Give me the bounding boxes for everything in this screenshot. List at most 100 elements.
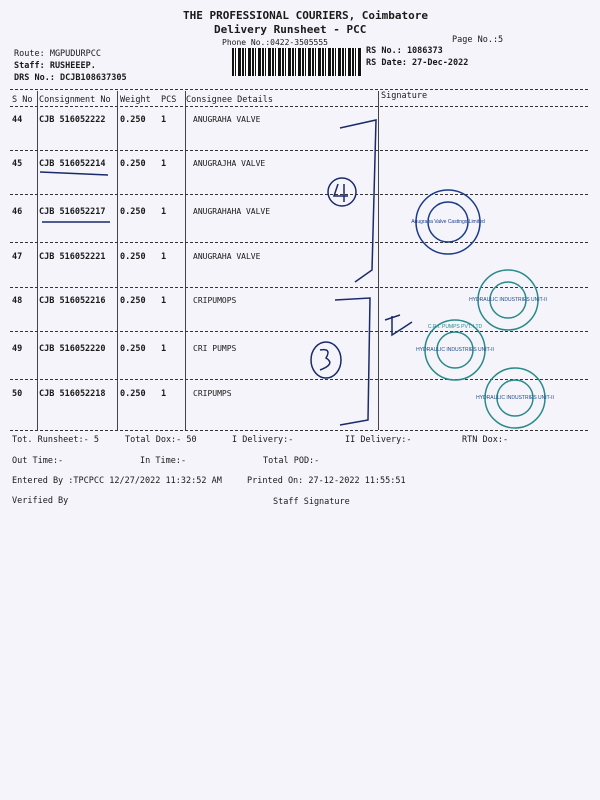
rs-number: RS No.: 1086373	[366, 46, 443, 56]
out-time: Out Time:-	[12, 456, 64, 466]
divider	[10, 430, 588, 431]
serial-number: 46	[12, 207, 23, 217]
company-name: THE PROFESSIONAL COURIERS, Coimbatore	[183, 9, 429, 22]
col-consignee: Consignee Details	[186, 95, 273, 105]
stamp-text: HYDRAULIC INDUSTRIES UNIT-II	[469, 297, 547, 303]
column-line	[185, 91, 186, 430]
table-row: 48 CJB 516052216 0.250 1 CRIPUMOPS	[0, 296, 600, 342]
consignment-number: CJB 516052220	[39, 344, 106, 354]
row-divider	[10, 331, 588, 332]
stamp-text: HYDRAULIC INDUSTRIES UNIT-II	[416, 347, 494, 353]
consignee: CRI PUMPS	[193, 344, 237, 353]
consignee: CRIPUMPS	[193, 389, 232, 398]
first-delivery: I Delivery:-	[232, 435, 294, 445]
col-sno: S No	[12, 95, 33, 105]
stamp-text: HYDRAULIC INDUSTRIES UNIT-II	[476, 395, 554, 401]
column-line	[117, 91, 118, 430]
column-line	[378, 91, 379, 430]
verified-by: Verified By	[12, 496, 69, 506]
handwritten-3	[310, 341, 342, 379]
entered-by: Entered By :TPCPCC 12/27/2022 11:32:52 A…	[12, 476, 222, 486]
col-consignment: Consignment No	[39, 95, 111, 105]
pieces: 1	[161, 389, 167, 399]
divider	[10, 106, 588, 107]
consignee: ANUGRAHA VALVE	[193, 115, 261, 124]
serial-number: 48	[12, 296, 23, 306]
underline-marks	[39, 171, 110, 223]
page-number: Page No.:5	[452, 35, 504, 45]
route: Route: MGPUDURPCC	[14, 49, 101, 59]
table-row: 50 CJB 516052218 0.250 1 CRIPUMPS	[0, 389, 600, 435]
consignee: CRIPUMOPS	[193, 296, 237, 305]
pieces: 1	[161, 252, 167, 262]
serial-number: 44	[12, 115, 23, 125]
barcode	[232, 48, 362, 76]
row-divider	[10, 242, 588, 243]
weight: 0.250	[120, 296, 146, 306]
row-divider	[10, 379, 588, 380]
serial-number: 50	[12, 389, 23, 399]
row-divider	[10, 150, 588, 151]
total-dox: Total Dox:- 50	[125, 435, 197, 445]
sheet-title: Delivery Runsheet - PCC	[214, 23, 367, 36]
consignment-number: CJB 516052217	[39, 207, 106, 217]
cri-stamp-2	[424, 319, 486, 381]
drs-number: DRS No.: DCJB108637305	[14, 73, 127, 83]
consignment-number: CJB 516052222	[39, 115, 106, 125]
consignee: ANUGRAHAHA VALVE	[193, 207, 271, 216]
weight: 0.250	[120, 389, 146, 399]
handwritten-initials	[384, 314, 413, 337]
pieces: 1	[161, 207, 167, 217]
consignee: ANUGRAHA VALVE	[193, 252, 261, 261]
handwritten-4	[327, 177, 357, 207]
weight: 0.250	[120, 344, 146, 354]
table-row: 45 CJB 516052214 0.250 1 ANUGRAJHA VALVE	[0, 159, 600, 205]
consignment-number: CJB 516052221	[39, 252, 106, 262]
divider	[10, 89, 588, 90]
consignment-number: CJB 516052218	[39, 389, 106, 399]
table-row: 47 CJB 516052221 0.250 1 ANUGRAHA VALVE	[0, 252, 600, 298]
serial-number: 49	[12, 344, 23, 354]
column-line	[37, 91, 38, 430]
table-row: 44 CJB 516052222 0.250 1 ANUGRAHA VALVE	[0, 115, 600, 161]
company-stamps	[415, 189, 546, 429]
cri-stamp-1	[477, 269, 539, 331]
pieces: 1	[161, 115, 167, 125]
serial-number: 45	[12, 159, 23, 169]
pieces: 1	[161, 344, 167, 354]
phone: Phone No.:0422-3505555	[222, 38, 328, 47]
weight: 0.250	[120, 252, 146, 262]
table-row: 49 CJB 516052220 0.250 1 CRI PUMPS	[0, 344, 600, 390]
pieces: 1	[161, 296, 167, 306]
pieces: 1	[161, 159, 167, 169]
signature-bracket-top	[339, 119, 377, 283]
weight: 0.250	[120, 115, 146, 125]
stamp-text: C.R.I. PUMPS PVT. LTD	[428, 324, 483, 330]
rs-date: RS Date: 27-Dec-2022	[366, 58, 469, 68]
second-delivery: II Delivery:-	[345, 435, 412, 445]
staff-signature: Staff Signature	[273, 497, 350, 507]
weight: 0.250	[120, 207, 146, 217]
anugraha-stamp	[415, 189, 481, 255]
cri-stamp-3	[484, 367, 546, 429]
col-signature: Signature	[381, 91, 428, 101]
consignment-number: CJB 516052214	[39, 159, 106, 169]
serial-number: 47	[12, 252, 23, 262]
staff: Staff: RUSHEEEP.	[14, 61, 96, 71]
weight: 0.250	[120, 159, 146, 169]
handwritten-marks	[39, 119, 413, 426]
in-time: In Time:-	[140, 456, 187, 466]
consignee: ANUGRAJHA VALVE	[193, 159, 266, 168]
total-pod: Total POD:-	[263, 456, 320, 466]
row-divider	[10, 287, 588, 288]
col-weight: Weight	[120, 95, 151, 105]
row-divider	[10, 194, 588, 195]
col-pcs: PCS	[161, 95, 177, 105]
consignment-number: CJB 516052216	[39, 296, 106, 306]
printed-on: Printed On: 27-12-2022 11:55:51	[247, 476, 406, 486]
total-runsheet: Tot. Runsheet:- 5	[12, 435, 99, 445]
stamp-text: Anugraha Valve Castings Limited	[411, 219, 485, 225]
signature-bracket-bottom	[334, 297, 371, 426]
